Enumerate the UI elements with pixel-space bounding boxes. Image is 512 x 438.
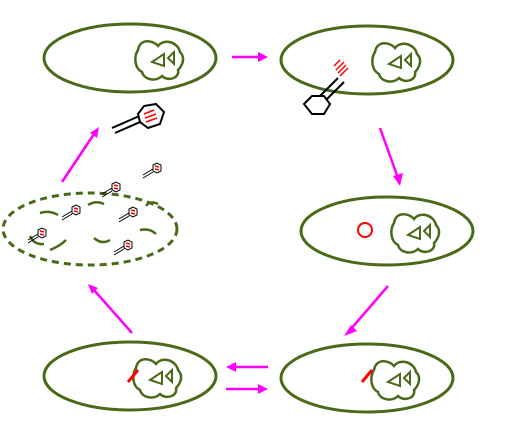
bacterial-cell <box>279 342 455 414</box>
bacterial-cell <box>42 22 218 94</box>
arrow-stage1-to-stage2 <box>232 52 268 62</box>
bacterial-chromosome <box>390 212 441 254</box>
phage-particle <box>113 239 133 256</box>
arrow-lysis-to-free-phage <box>60 127 99 183</box>
bacterial-chromosome <box>370 359 421 401</box>
bacterial-cell <box>42 340 218 412</box>
injected-phage-dna <box>333 59 349 77</box>
bacterial-cell <box>279 24 455 96</box>
chromosome-fragments <box>28 201 159 252</box>
phage-particle <box>61 204 81 221</box>
arrow-stage3-to-stage4 <box>344 285 389 336</box>
phage-particle <box>142 162 162 179</box>
stage-free-phage <box>111 102 166 134</box>
arrow-stage4-to-stage5 <box>226 362 268 372</box>
integrated-prophage <box>360 369 374 383</box>
circular-phage-dna <box>357 222 373 238</box>
cycle-arrows <box>60 52 403 394</box>
stage-cell-with-chromosome <box>42 22 218 94</box>
stage-phage-dna-circularizes <box>299 195 475 267</box>
bacterial-cell <box>299 195 475 267</box>
packaged-phage-dna <box>143 109 158 123</box>
bacterial-chromosome <box>132 357 183 399</box>
integrated-prophage <box>126 369 140 383</box>
phage-particle <box>118 206 138 223</box>
bacterial-chromosome <box>134 39 185 81</box>
arrow-stage5-to-lysis <box>88 284 133 334</box>
arrow-stage5-to-stage4 <box>226 384 268 394</box>
phage-particle <box>27 227 47 244</box>
new-phage-particles <box>27 162 162 256</box>
arrow-stage2-to-stage3 <box>378 127 403 186</box>
stage-prophage-replicating <box>279 342 455 414</box>
stage-prophage-integrated <box>42 340 218 412</box>
phage-injecting <box>302 59 349 115</box>
lysed-cell-membrane <box>1 191 179 267</box>
stage-cell-lysis <box>1 162 179 267</box>
stage-phage-attaches-injects <box>279 24 455 115</box>
bacterial-chromosome <box>371 41 422 83</box>
